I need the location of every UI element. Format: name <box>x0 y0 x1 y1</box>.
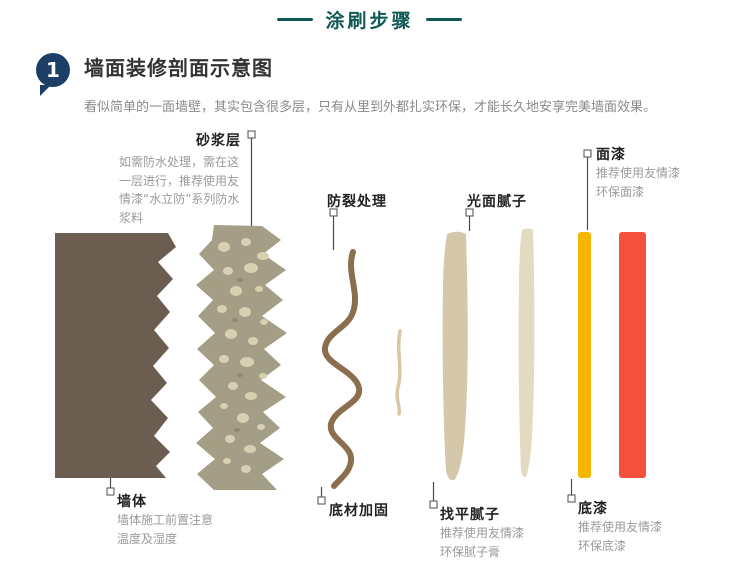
connector-reinforce-marker <box>317 496 326 505</box>
mortar-speckles <box>217 238 269 473</box>
section-description: 看似简单的一面墙壁，其实包含很多层，只有从里到外都扎实环保，才能长久地安享完美墙… <box>84 100 657 115</box>
primer-layer-shape <box>578 232 591 478</box>
connector-wall-marker <box>106 487 115 496</box>
label-mortar: 砂浆层 <box>196 133 241 149</box>
connector-level-putty-marker <box>429 500 438 509</box>
section-heading: 墙面装修剖面示意图 <box>84 56 273 80</box>
title-dash-right-icon <box>425 18 462 21</box>
anticrack-layer-shape <box>322 249 363 489</box>
connector-primer-marker <box>567 494 576 503</box>
mortar-layer-shape <box>196 225 287 490</box>
title-dash-left-icon <box>277 18 314 21</box>
note-topcoat: 推荐使用友情漆 环保面漆 <box>596 166 681 199</box>
connector-topcoat-marker <box>583 149 592 158</box>
label-wall: 墙体 <box>117 494 147 510</box>
note-level-putty: 推荐使用友情漆 环保腻子膏 <box>440 526 525 559</box>
putty-layer-right-shape <box>518 228 535 478</box>
putty-layer-left-shape <box>442 231 468 481</box>
connector-mortar-marker <box>247 130 256 139</box>
header: 涂刷步骤 <box>0 6 739 33</box>
topcoat-layer-shape <box>619 232 646 478</box>
label-primer: 底漆 <box>578 501 608 517</box>
label-level-putty: 找平腻子 <box>440 507 500 523</box>
note-wall: 墙体施工前置注意 温度及湿度 <box>117 513 214 546</box>
label-reinforce: 底材加固 <box>329 503 389 519</box>
reinforce-layer-shape <box>395 329 402 416</box>
label-smooth-putty: 光面腻子 <box>467 194 527 210</box>
wall-layer-shape <box>55 233 176 478</box>
step-badge-tail-icon <box>40 85 51 96</box>
step-number-badge: 1 <box>36 53 70 87</box>
note-mortar: 如需防水处理，需在这一层进行，推荐使用友情漆“水立防”系列防水浆料 <box>119 155 240 225</box>
page-title: 涂刷步骤 <box>325 10 414 32</box>
step-number: 1 <box>46 58 60 82</box>
label-topcoat: 面漆 <box>596 147 626 163</box>
note-primer: 推荐使用友情漆 环保底漆 <box>578 520 663 553</box>
label-anticrack: 防裂处理 <box>327 194 387 210</box>
